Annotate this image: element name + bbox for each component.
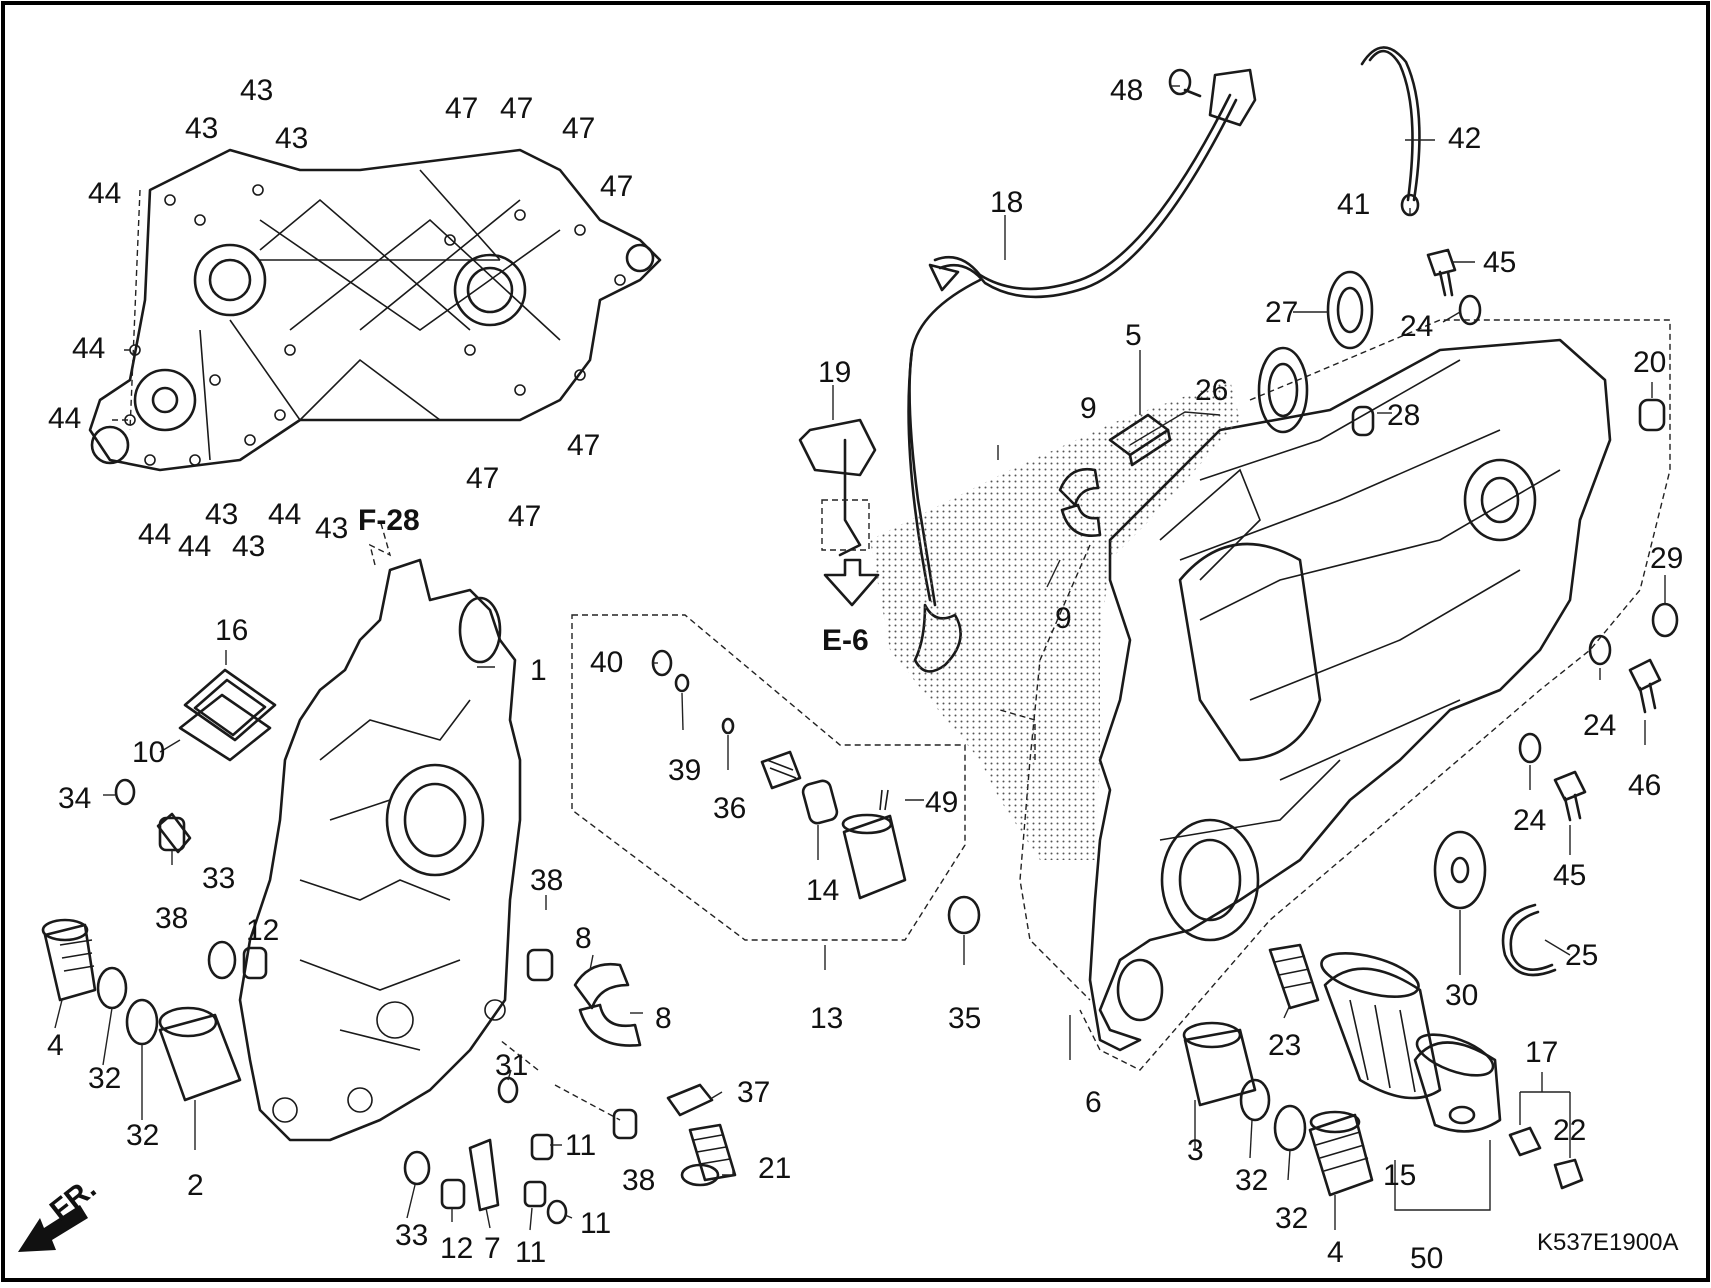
label-35: 35 xyxy=(948,1002,981,1035)
label-8: 8 xyxy=(575,922,592,955)
label-22: 22 xyxy=(1553,1114,1586,1147)
label-44: 44 xyxy=(72,332,105,365)
label-9: 9 xyxy=(1055,602,1072,635)
label-38: 38 xyxy=(530,864,563,897)
label-14: 14 xyxy=(806,874,839,907)
label-24: 24 xyxy=(1513,804,1546,837)
label-45: 45 xyxy=(1483,246,1516,279)
label-48: 48 xyxy=(1110,74,1143,107)
label-7: 7 xyxy=(484,1232,501,1265)
label-47: 47 xyxy=(508,500,541,533)
label-12: 12 xyxy=(246,914,279,947)
label-8: 8 xyxy=(655,1002,672,1035)
label-11: 11 xyxy=(515,1236,546,1269)
label-24: 24 xyxy=(1400,310,1433,343)
label-31: 31 xyxy=(495,1049,528,1082)
label-37: 37 xyxy=(737,1076,770,1109)
label-30: 30 xyxy=(1445,979,1478,1012)
label-33: 33 xyxy=(202,862,235,895)
label-32: 32 xyxy=(88,1062,121,1095)
label-39: 39 xyxy=(668,754,701,787)
label-32: 32 xyxy=(1275,1202,1308,1235)
crankcase-cover-drawing xyxy=(88,148,662,472)
label-32: 32 xyxy=(126,1119,159,1152)
label-43: 43 xyxy=(185,112,218,145)
label-45: 45 xyxy=(1553,859,1586,892)
label-28: 28 xyxy=(1387,399,1420,432)
ref-e6: E-6 xyxy=(822,624,869,657)
label-4: 4 xyxy=(1327,1236,1344,1269)
label-9: 9 xyxy=(1080,392,1097,425)
label-4: 4 xyxy=(47,1029,64,1062)
label-23: 23 xyxy=(1268,1029,1301,1062)
label-38: 38 xyxy=(155,902,188,935)
front-direction-arrow xyxy=(18,1205,88,1252)
label-10: 10 xyxy=(132,736,165,769)
leader-lines xyxy=(54,85,1666,1231)
label-11: 11 xyxy=(565,1129,596,1162)
label-20: 20 xyxy=(1633,346,1666,379)
label-47: 47 xyxy=(500,92,533,125)
label-41: 41 xyxy=(1337,188,1370,221)
label-46: 46 xyxy=(1628,769,1661,802)
label-42: 42 xyxy=(1448,122,1481,155)
label-47: 47 xyxy=(600,170,633,203)
label-43: 43 xyxy=(205,498,238,531)
label-44: 44 xyxy=(88,177,121,210)
label-44: 44 xyxy=(178,530,211,563)
label-44: 44 xyxy=(268,498,301,531)
label-38: 38 xyxy=(622,1164,655,1197)
label-25: 25 xyxy=(1565,939,1598,972)
label-24: 24 xyxy=(1583,709,1616,742)
ref-front: FR. xyxy=(44,1172,102,1228)
left-crankcase-drawing xyxy=(238,519,522,1142)
label-12: 12 xyxy=(440,1232,473,1265)
label-3: 3 xyxy=(1187,1134,1204,1167)
label-43: 43 xyxy=(315,512,348,545)
label-1: 1 xyxy=(530,654,547,687)
left-small-parts xyxy=(41,668,737,1225)
label-17: 17 xyxy=(1525,1036,1558,1069)
label-27: 27 xyxy=(1265,296,1298,329)
label-19: 19 xyxy=(818,356,851,389)
label-15: 15 xyxy=(1383,1159,1416,1192)
right-crankcase-drawing xyxy=(870,319,1671,1071)
label-44: 44 xyxy=(138,518,171,551)
callout-labels: 43 43 43 44 44 44 44 44 44 43 43 43 47 4… xyxy=(44,74,1683,1275)
label-44: 44 xyxy=(48,402,81,435)
label-32: 32 xyxy=(1235,1164,1268,1197)
label-5: 5 xyxy=(1125,319,1142,352)
ref-f28: F-28 xyxy=(358,504,420,537)
drawing-code: K537E1900A xyxy=(1537,1229,1678,1256)
label-29: 29 xyxy=(1650,542,1683,575)
label-50: 50 xyxy=(1410,1242,1443,1275)
label-34: 34 xyxy=(58,782,91,815)
label-6: 6 xyxy=(1085,1086,1102,1119)
label-43: 43 xyxy=(232,530,265,563)
label-47: 47 xyxy=(466,462,499,495)
relief-valve-group xyxy=(571,614,981,941)
label-43: 43 xyxy=(240,74,273,107)
label-13: 13 xyxy=(810,1002,843,1035)
label-33: 33 xyxy=(395,1219,428,1252)
label-36: 36 xyxy=(713,792,746,825)
label-11: 11 xyxy=(580,1207,611,1240)
label-47: 47 xyxy=(445,92,478,125)
label-18: 18 xyxy=(990,186,1023,219)
label-26: 26 xyxy=(1195,374,1228,407)
label-40: 40 xyxy=(590,646,623,679)
label-43: 43 xyxy=(275,122,308,155)
label-49: 49 xyxy=(925,786,958,819)
label-16: 16 xyxy=(215,614,248,647)
label-47: 47 xyxy=(567,429,600,462)
label-2: 2 xyxy=(187,1169,204,1202)
label-47: 47 xyxy=(562,112,595,145)
label-21: 21 xyxy=(758,1152,791,1185)
